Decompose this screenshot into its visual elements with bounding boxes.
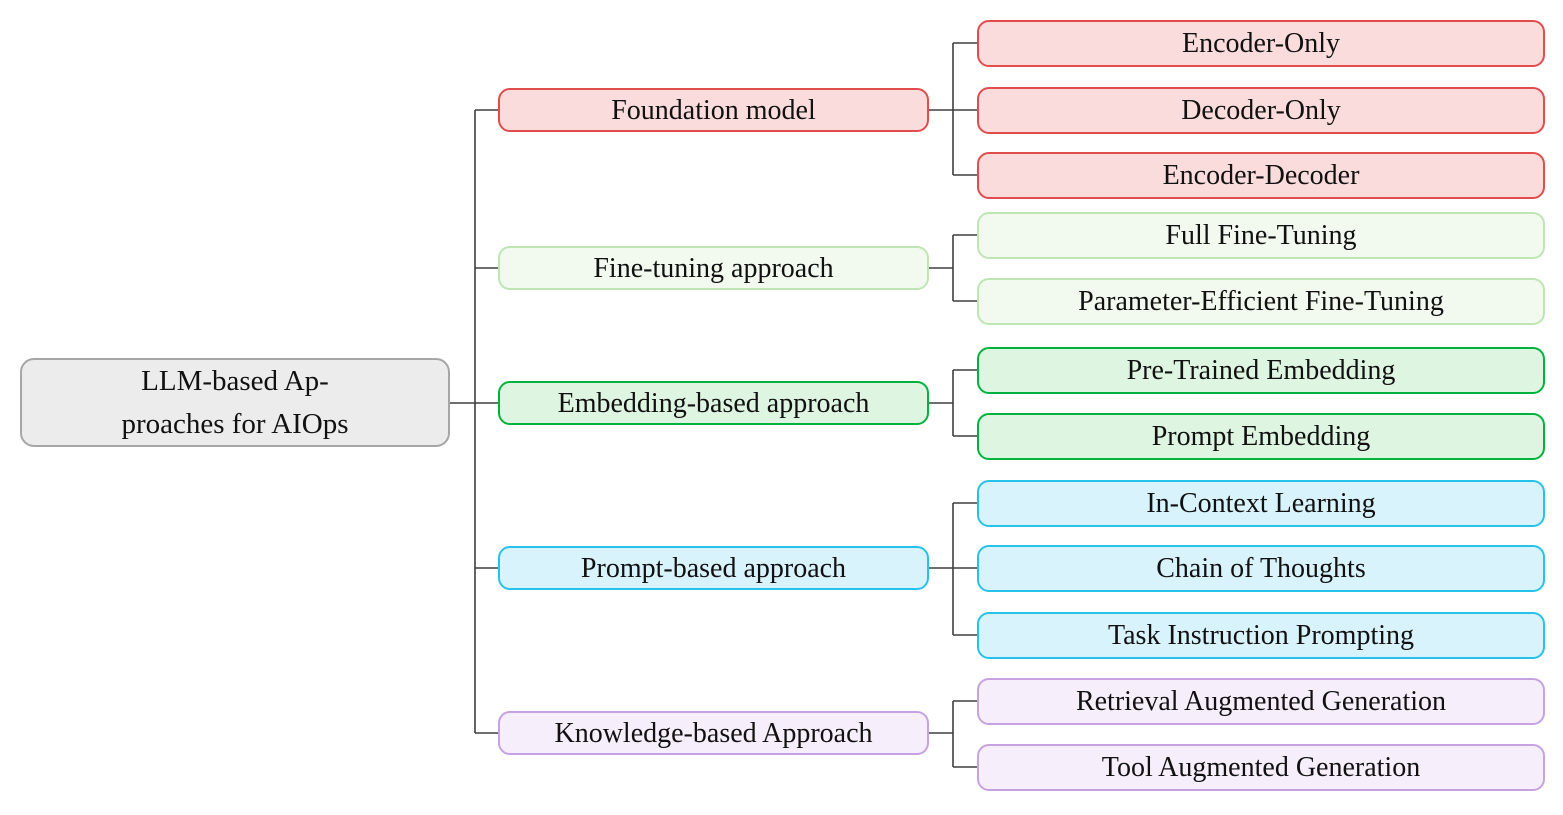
root-node-llm-approaches-for-aiops: LLM-based Ap- proaches for AIOps xyxy=(20,358,450,447)
category-node-fine-tuning-approach: Fine-tuning approach xyxy=(498,246,929,290)
leaf-node-task-instruction-prompting: Task Instruction Prompting xyxy=(977,612,1545,659)
category-node-embedding-based-approach: Embedding-based approach xyxy=(498,381,929,425)
leaf-node-encoder-only: Encoder-Only xyxy=(977,20,1545,67)
root-node-label: LLM-based Ap- proaches for AIOps xyxy=(121,365,349,440)
leaf-node-chain-of-thoughts: Chain of Thoughts xyxy=(977,545,1545,592)
category-node-knowledge-based-approach: Knowledge-based Approach xyxy=(498,711,929,755)
leaf-node-retrieval-augmented-generation: Retrieval Augmented Generation xyxy=(977,678,1545,725)
leaf-node-decoder-only: Decoder-Only xyxy=(977,87,1545,134)
leaf-node-tool-augmented-generation: Tool Augmented Generation xyxy=(977,744,1545,791)
leaf-node-parameter-efficient-fine-tuning: Parameter-Efficient Fine-Tuning xyxy=(977,278,1545,325)
leaf-node-full-fine-tuning: Full Fine-Tuning xyxy=(977,212,1545,259)
leaf-node-pre-trained-embedding: Pre-Trained Embedding xyxy=(977,347,1545,394)
category-node-prompt-based-approach: Prompt-based approach xyxy=(498,546,929,590)
leaf-node-prompt-embedding: Prompt Embedding xyxy=(977,413,1545,460)
category-node-foundation-model: Foundation model xyxy=(498,88,929,132)
leaf-node-encoder-decoder: Encoder-Decoder xyxy=(977,152,1545,199)
leaf-node-in-context-learning: In-Context Learning xyxy=(977,480,1545,527)
